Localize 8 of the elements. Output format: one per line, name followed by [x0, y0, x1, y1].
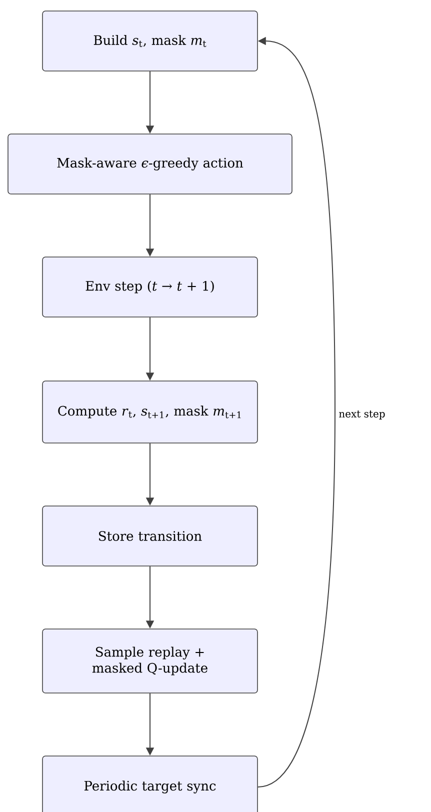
- process-box: Periodic target sync: [42, 756, 258, 812]
- process-box: Store transition: [42, 506, 258, 566]
- edge-label: next step: [338, 410, 386, 420]
- process-box: Sample replay + masked Q-update: [42, 628, 258, 694]
- process-box: Compute r$_{t}$, s$_{t+1}$, mask m$_{t+1}$: [42, 380, 258, 444]
- process-box: Build s$_{t}$, mask m$_{t}$: [42, 10, 258, 72]
- process-box: Env step (t → t + 1): [42, 256, 258, 318]
- process-box: Mask-aware ϵ-greedy action: [8, 134, 292, 194]
